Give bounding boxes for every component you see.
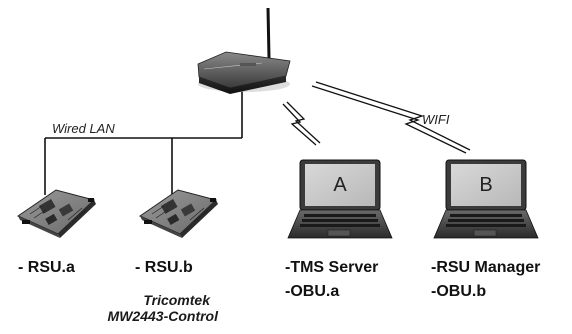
- vendor-model: MW2443-Control: [107, 308, 218, 324]
- wifi-router-icon: [197, 7, 291, 94]
- laptop-b-label-line2: -OBU.b: [431, 283, 487, 300]
- laptop-a-label-line2: -OBU.a: [285, 283, 340, 300]
- vendor-caption: Tricomtek MW2443-Control: [20, 292, 218, 324]
- rsu-b-label: - RSU.b: [135, 259, 193, 276]
- laptop-b-label-line1: -RSU Manager: [431, 259, 541, 276]
- laptop-a-icon: [287, 159, 393, 239]
- wired-lan-lines: [44, 88, 243, 195]
- rsu-a-board-icon: [16, 189, 96, 238]
- wifi-link-b-icon: [311, 81, 471, 154]
- wifi-link-a-icon: [282, 101, 321, 146]
- wifi-label: WIFI: [422, 112, 450, 127]
- laptop-b-icon: [433, 159, 539, 239]
- rsu-a-label: - RSU.a: [18, 259, 75, 276]
- laptop-b-screen-letter: B: [479, 174, 493, 196]
- laptop-a-label-line1: -TMS Server: [285, 259, 379, 276]
- rsu-b-board-icon: [138, 189, 218, 238]
- laptop-a-screen-letter: A: [333, 174, 347, 196]
- wired-lan-label: Wired LAN: [52, 121, 115, 136]
- vendor-name: Tricomtek: [143, 292, 210, 308]
